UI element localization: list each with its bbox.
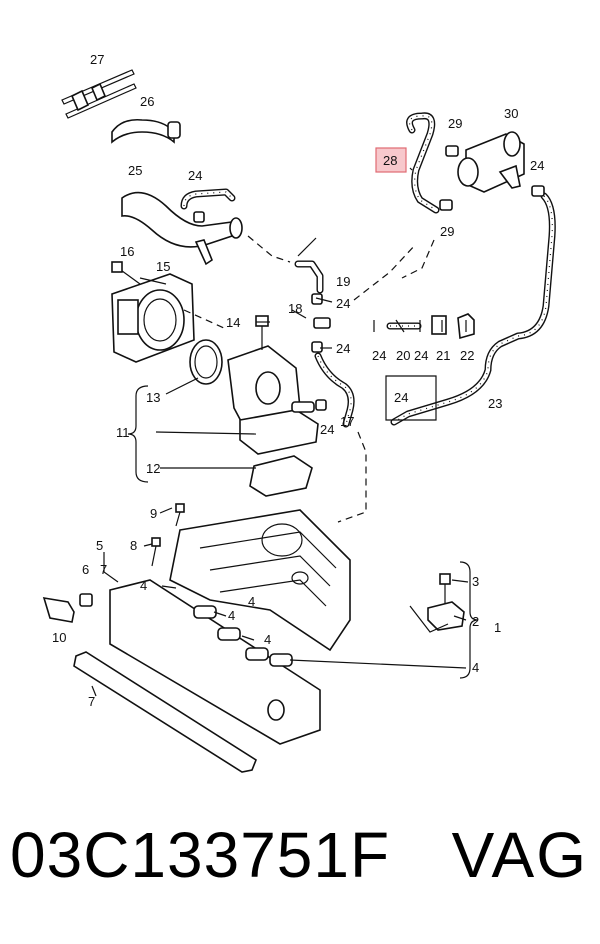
callout-9: 9 <box>150 506 157 521</box>
valve-part-30 <box>457 131 525 193</box>
callout-25: 25 <box>128 163 142 178</box>
callout-12: 12 <box>146 461 160 476</box>
hose-clamp-part-26 <box>111 118 181 144</box>
callout-29: 29 <box>440 224 454 239</box>
bolts-part-8-9 <box>151 503 185 567</box>
callout-21: 21 <box>436 348 450 363</box>
callout-22: 22 <box>460 348 474 363</box>
callout-28-highlighted: 28 <box>383 153 397 168</box>
callout-4: 4 <box>228 608 235 623</box>
hose-clips <box>193 145 545 411</box>
callout-19: 19 <box>336 274 350 289</box>
callout-4: 4 <box>248 594 255 609</box>
callout-7: 7 <box>88 694 95 709</box>
gaskets-part-4 <box>193 605 293 667</box>
callout-24: 24 <box>336 341 350 356</box>
leader-lines <box>91 167 469 697</box>
sensor-part-10 <box>42 593 93 623</box>
callout-5: 5 <box>96 538 103 553</box>
throttle-body-part-15 <box>111 273 195 363</box>
callout-labels: 27 26 25 24 16 15 14 18 19 24 24 24 20 2… <box>52 52 544 709</box>
callout-24: 24 <box>188 168 202 183</box>
callout-6: 6 <box>82 562 89 577</box>
callout-23: 23 <box>488 396 502 411</box>
callout-8: 8 <box>130 538 137 553</box>
intake-manifold <box>109 509 351 745</box>
callout-24: 24 <box>394 390 408 405</box>
callout-4: 4 <box>264 632 271 647</box>
callout-16: 16 <box>120 244 134 259</box>
brand-name: VAG <box>451 819 588 891</box>
footer: 03C133751F VAG <box>0 818 600 918</box>
callout-13: 13 <box>146 390 160 405</box>
intake-pipe-part-25 <box>121 191 243 266</box>
gasket-strip-part-7 <box>73 651 257 773</box>
cable-tie-part-27 <box>61 69 137 119</box>
callout-30: 30 <box>504 106 518 121</box>
callout-1: 1 <box>494 620 501 635</box>
callout-4: 4 <box>472 660 479 675</box>
callout-27: 27 <box>90 52 104 67</box>
callout-3: 3 <box>472 574 479 589</box>
callout-7: 7 <box>100 562 107 577</box>
callout-29: 29 <box>448 116 462 131</box>
callout-24: 24 <box>372 348 386 363</box>
callout-20: 20 <box>396 348 410 363</box>
bracket-1 <box>459 561 479 679</box>
intake-elbow-part-11 <box>227 345 319 455</box>
callout-17: 17 <box>340 414 354 429</box>
highlighted-callout-box <box>375 147 407 173</box>
callout-24: 24 <box>530 158 544 173</box>
callout-14: 14 <box>226 315 240 330</box>
callout-24: 24 <box>336 296 350 311</box>
callout-11: 11 <box>116 425 130 440</box>
callout-24: 24 <box>320 422 334 437</box>
callout-10: 10 <box>52 630 66 645</box>
bolt-part-16 <box>111 261 141 285</box>
callout-15: 15 <box>156 259 170 274</box>
callout-26: 26 <box>140 94 154 109</box>
valves-part-21-22 <box>431 313 475 340</box>
callout-4: 4 <box>140 578 147 593</box>
hoses <box>180 112 556 428</box>
part-number: 03C133751F <box>10 819 391 891</box>
bracket-11 <box>127 385 149 483</box>
callout-18: 18 <box>288 301 302 316</box>
callout-2: 2 <box>472 614 479 629</box>
bolt-part-14 <box>255 315 269 350</box>
gasket-part-12 <box>249 455 313 497</box>
actuator-part-2-3 <box>427 573 465 631</box>
callout-24: 24 <box>414 348 428 363</box>
